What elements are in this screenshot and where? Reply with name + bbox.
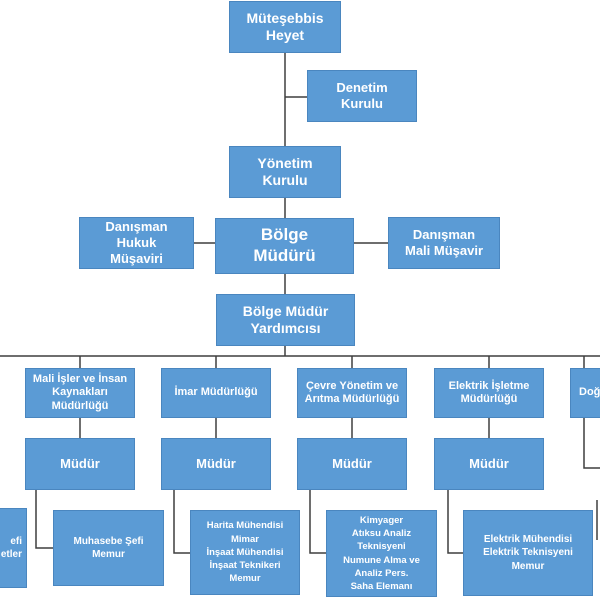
elektrik-isletme-mudurlugu-box: Elektrik İşletme Müdürlüğü [434,368,544,418]
mutesebbis-heyet-box: Müteşebbis Heyet [229,1,341,53]
mali-isler-staff-box: Muhasebe Şefi Memur [53,510,164,586]
partial-left-staff-box: efi etler [0,508,27,588]
denetim-kurulu-box: Denetim Kurulu [307,70,417,122]
danisman-hukuk-musaviri-box: Danışman Hukuk Müşaviri [79,217,194,269]
bolge-mudur-yardimcisi-box: Bölge Müdür Yardımcısı [216,294,355,346]
elektrik-staff-box: Elektrik Mühendisi Elektrik Teknisyeni M… [463,510,593,596]
mali-isler-mudur-box: Müdür [25,438,135,490]
cevre-mudur-box: Müdür [297,438,407,490]
imar-mudur-box: Müdür [161,438,271,490]
cevre-staff-box: Kimyager Atıksu Analiz Teknisyeni Numune… [326,510,437,597]
yonetim-kurulu-box: Yönetim Kurulu [229,146,341,198]
danisman-mali-musavir-box: Danışman Mali Müşavir [388,217,500,269]
mali-isler-mudurlugu-box: Mali İşler ve İnsan Kaynakları Müdürlüğü [25,368,135,418]
cevre-yonetim-mudurlugu-box: Çevre Yönetim ve Arıtma Müdürlüğü [297,368,407,418]
partial-department-box: Doğ [570,368,600,418]
imar-mudurlugu-box: İmar Müdürlüğü [161,368,271,418]
elektrik-mudur-box: Müdür [434,438,544,490]
bolge-muduru-box: Bölge Müdürü [215,218,354,274]
imar-staff-box: Harita Mühendisi Mimar İnşaat Mühendisi … [190,510,300,595]
